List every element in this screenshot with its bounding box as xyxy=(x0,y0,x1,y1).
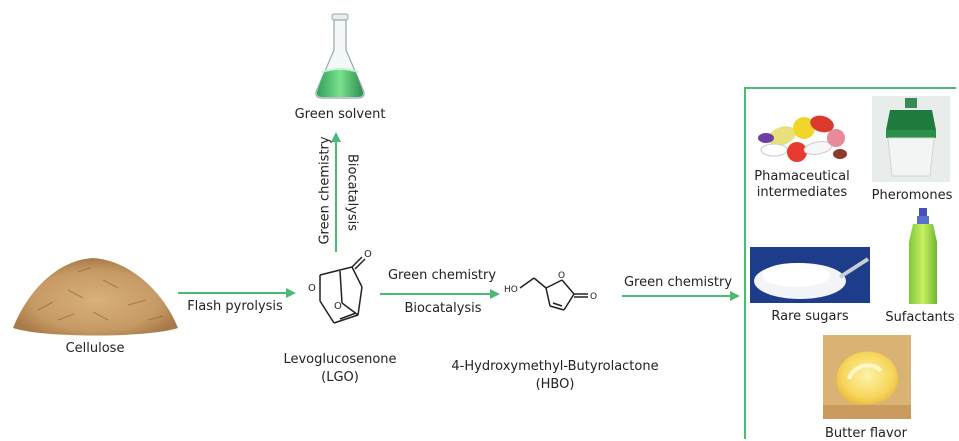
mid-biocatalysis-label: Biocatalysis xyxy=(404,301,482,316)
butter-flavor-label: Butter flavor xyxy=(825,426,907,441)
hbo-name-label: 4-Hydroxymethyl-Butyrolactone xyxy=(451,359,659,374)
pharma-label-line2: intermediates xyxy=(756,185,848,200)
pharma-label-line1: Phamaceutical xyxy=(754,169,850,184)
lgo-abbr-label: (LGO) xyxy=(321,370,359,385)
svg-text:O: O xyxy=(558,271,565,281)
cellulose-label: Cellulose xyxy=(65,341,125,356)
sugar-image xyxy=(750,247,870,303)
vertical-green-chemistry-label: Green chemistry xyxy=(317,136,333,245)
rare-sugars-label: Rare sugars xyxy=(771,309,849,324)
pills-image xyxy=(758,115,847,162)
green-solvent-arrow xyxy=(331,132,341,252)
pheromone-trap-image xyxy=(872,96,950,182)
butter-image xyxy=(823,335,911,419)
lgo-to-hbo-arrow xyxy=(380,289,500,299)
pheromones-label: Pheromones xyxy=(871,188,953,203)
svg-text:O: O xyxy=(308,283,316,294)
surfactant-bottle-image xyxy=(909,208,937,304)
products-panel xyxy=(744,87,956,439)
hbo-abbr-label: (HBO) xyxy=(535,377,575,392)
svg-text:O: O xyxy=(334,301,342,312)
right-green-chemistry-label: Green chemistry xyxy=(623,275,733,290)
hbo-structure: HO O O xyxy=(504,271,597,311)
mid-green-chemistry-label: Green chemistry xyxy=(387,268,497,283)
surfactants-label: Sufactants xyxy=(885,310,955,325)
flash-pyrolysis-arrow xyxy=(178,288,296,298)
lgo-structure: O O O xyxy=(308,249,372,324)
flask-image xyxy=(315,13,365,99)
svg-text:O: O xyxy=(590,292,597,302)
green-solvent-label: Green solvent xyxy=(294,107,386,122)
svg-text:O: O xyxy=(364,249,372,260)
hbo-to-products-arrow xyxy=(622,291,740,301)
ho-label: HO xyxy=(504,285,518,295)
vertical-biocatalysis-label: Biocatalysis xyxy=(344,153,360,232)
flash-pyrolysis-label: Flash pyrolysis xyxy=(187,299,283,314)
lgo-name-label: Levoglucosenone xyxy=(283,352,397,367)
cellulose-image xyxy=(13,258,178,336)
